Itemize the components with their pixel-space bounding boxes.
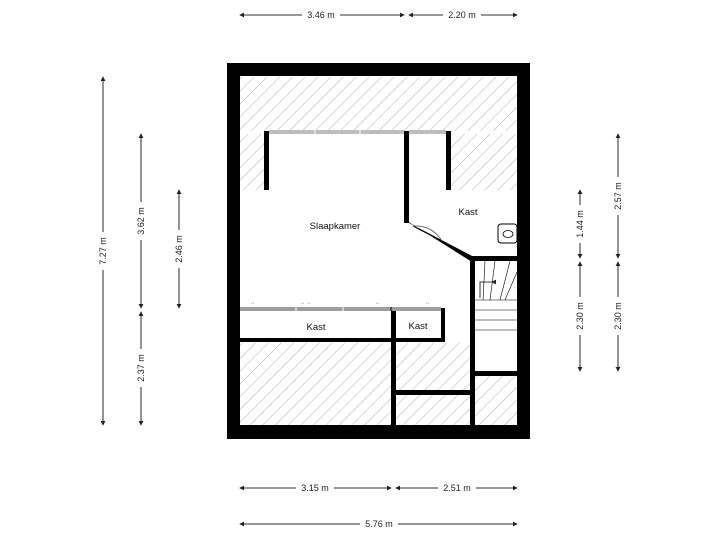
toilet-icon: [497, 223, 518, 244]
dim-top-left: 3.46 m: [307, 10, 335, 20]
hatch-bottom-mid: [396, 343, 472, 425]
dim-bottom-right: 2.51 m: [443, 483, 471, 493]
hatch-bottom-left: [240, 343, 392, 425]
dimension-labels-vertical: 7.27 m 3.62 m 2.37 m 2.46 m 1.44 m 2.30 …: [97, 177, 624, 387]
wall-stair-left: [470, 256, 475, 425]
room-label-closet-bottom-mid: Kast: [408, 321, 427, 332]
wardrobe-rail: ↔ ↔ ↔ ↔ ↔: [240, 300, 441, 311]
wall-closet-left: [404, 131, 409, 223]
wall-closet-top-left: [446, 131, 451, 190]
dim-right-total-upper: 2.57 m: [613, 182, 623, 210]
hatch-left-nook: [240, 134, 266, 190]
wall-stair-top: [472, 256, 517, 261]
room-label-closet-bottom-left: Kast: [306, 322, 325, 333]
dim-top-right: 2.20 m: [448, 10, 476, 20]
dim-right-closet: 1.44 m: [575, 210, 585, 238]
svg-text:↔: ↔: [425, 300, 430, 306]
inner-walls: [240, 131, 517, 425]
roof-windows: [269, 130, 446, 134]
closet-door: [412, 225, 443, 242]
dim-bottom-left: 3.15 m: [301, 483, 329, 493]
room-label-bedroom: Slaapkamer: [310, 221, 361, 232]
wall-kast-small-bottom: [391, 338, 445, 342]
dim-right-stairs: 2.30 m: [575, 302, 585, 330]
wall-kast-bottom: [240, 338, 392, 342]
svg-text:↔: ↔: [375, 300, 380, 306]
wall-stair-mid: [472, 371, 517, 376]
hatch-closet-top: [450, 134, 517, 190]
wall-lower-divider: [391, 308, 396, 425]
svg-text:↔: ↔: [250, 300, 255, 306]
dim-left-bedroom: 2.46 m: [174, 235, 184, 263]
room-label-closet-right: Kast: [458, 207, 477, 218]
dim-right-stairs-outer: 2.30 m: [613, 302, 623, 330]
dim-bottom-total: 5.76 m: [365, 519, 393, 529]
outer-walls: [227, 63, 530, 439]
dim-left-upper: 3.62 m: [136, 207, 146, 235]
wall-lower-mid: [396, 390, 472, 395]
hatch-top: [240, 77, 517, 131]
wall-kast-small-right: [441, 308, 445, 342]
staircase: [475, 260, 518, 371]
wall-left-nook: [264, 131, 269, 190]
dim-left-lower: 2.37 m: [136, 354, 146, 382]
dim-left-total: 7.27 m: [98, 237, 108, 265]
svg-text:↔ ↔: ↔ ↔: [300, 300, 311, 306]
dimension-labels-horizontal: 3.46 m 2.20 m 3.15 m 2.51 m 5.76 m: [296, 9, 481, 530]
